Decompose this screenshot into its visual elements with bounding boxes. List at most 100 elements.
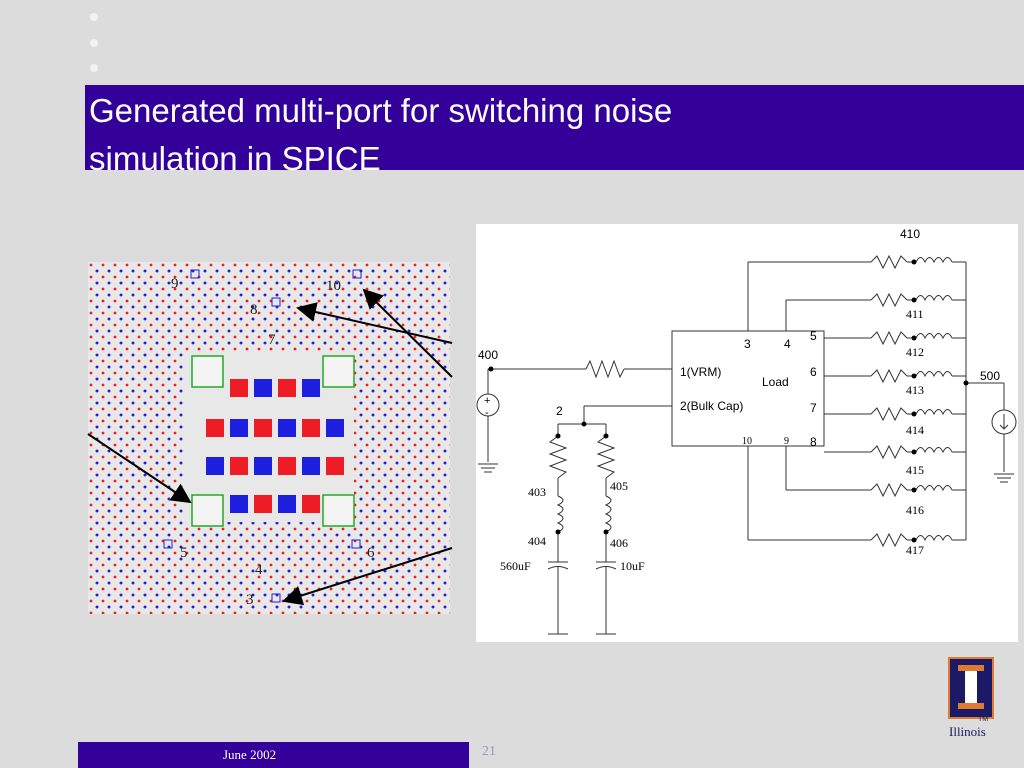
port-marker [271, 297, 281, 307]
ladder-inductor [915, 485, 953, 492]
label-plus: + [484, 395, 490, 407]
label-pin-9: 9 [784, 436, 789, 447]
pad [278, 379, 296, 397]
pad [278, 495, 296, 513]
title-line-2: simulation in SPICE [89, 140, 381, 177]
label-pin-6: 6 [810, 365, 817, 379]
port-label-6: 6 [367, 545, 375, 561]
pad [230, 495, 248, 513]
port-marker [351, 539, 361, 549]
pad [278, 457, 296, 475]
ladder-node [911, 335, 917, 341]
title-line-1: Generated multi-port for switching noise [89, 92, 673, 129]
ladder-node [911, 487, 917, 493]
label-400: 400 [478, 348, 498, 362]
footer-bar: June 2002 [78, 742, 469, 768]
title-bar: Generated multi-port for switching noise… [85, 85, 1024, 177]
port-label-7: 7 [268, 332, 276, 348]
pad [206, 419, 224, 437]
label-pin-4: 4 [784, 337, 791, 351]
pad [254, 379, 272, 397]
logo-text: Illinois [949, 724, 986, 739]
label-415: 415 [906, 463, 924, 477]
ladder-resistor [870, 368, 908, 384]
ladder-node [911, 297, 917, 303]
label-416: 416 [906, 503, 924, 517]
label-410: 410 [900, 227, 920, 241]
pad [230, 457, 248, 475]
ladder-resistor [870, 292, 908, 308]
ladder-inductor [915, 447, 953, 454]
ladder-inductor [915, 295, 953, 302]
label-vrm: 1(VRM) [680, 365, 721, 379]
board-layout-svg: 9 10 8 7 5 6 4 3 [88, 262, 450, 614]
label-405: 405 [610, 479, 628, 493]
inductor-403 [556, 495, 564, 533]
arrow-to-port-box [87, 433, 192, 504]
port-marker [352, 269, 362, 279]
ladder-resistor [870, 532, 908, 548]
arrow-to-port-8 [296, 302, 453, 344]
ladder-inductor [915, 535, 953, 542]
label-417: 417 [906, 543, 924, 557]
port-marker [190, 269, 200, 279]
pad [254, 457, 272, 475]
label-bulk-cap: 2(Bulk Cap) [680, 399, 743, 413]
resistor-400 [585, 359, 625, 379]
port-box [322, 494, 355, 527]
label-load: Load [762, 375, 789, 389]
pad [302, 495, 320, 513]
ladder-elements [870, 254, 967, 548]
pad [326, 419, 344, 437]
label-pin-7: 7 [810, 401, 817, 415]
port-label-9: 9 [171, 276, 179, 292]
label-pin-3: 3 [744, 337, 751, 351]
ladder-node [911, 537, 917, 543]
pad [230, 379, 248, 397]
label-560uf: 560uF [500, 559, 531, 573]
label-404: 404 [528, 534, 546, 548]
ladder-resistor [870, 444, 908, 460]
footer-date: June 2002 [223, 747, 277, 762]
label-411: 411 [906, 307, 924, 321]
label-500: 500 [980, 369, 1000, 383]
port-label-5: 5 [180, 545, 188, 561]
arrow-to-port-10 [362, 288, 453, 378]
arrow-to-port-3 [282, 547, 453, 606]
label-minus: - [485, 407, 489, 419]
page-number: 21 [482, 744, 496, 759]
label-406: 406 [610, 536, 628, 550]
label-10uf: 10uF [620, 559, 645, 573]
pad [206, 457, 224, 475]
circuit-svg: 400 2 + - 1(VRM) 2(Bulk Cap) Load 3 4 5 … [476, 227, 1017, 635]
ladder-resistor [870, 406, 908, 422]
label-pin-5: 5 [810, 329, 817, 343]
port-marker [271, 593, 281, 603]
ladder-inductor [915, 257, 953, 264]
resistor-403 [548, 435, 568, 479]
port-label-8: 8 [250, 302, 258, 318]
column-icon [958, 665, 984, 709]
ladder-node [911, 373, 917, 379]
label-414: 414 [906, 423, 924, 437]
label-403: 403 [528, 485, 546, 499]
port-box [191, 355, 224, 388]
port-box [322, 355, 355, 388]
ladder-resistor [870, 330, 908, 346]
pad [302, 457, 320, 475]
port-marker [163, 539, 173, 549]
pad-array [206, 379, 344, 513]
ladder-resistor [870, 482, 908, 498]
pad [278, 419, 296, 437]
board-layout-figure: 9 10 8 7 5 6 4 3 [88, 262, 450, 614]
pad [302, 419, 320, 437]
bullet-dot [90, 64, 98, 72]
illinois-logo [948, 657, 994, 719]
pad [302, 379, 320, 397]
port-box [191, 494, 224, 527]
ladder-node [911, 449, 917, 455]
label-node-2: 2 [556, 404, 563, 418]
port-label-10: 10 [326, 278, 341, 294]
label-pin-10: 10 [742, 436, 752, 447]
